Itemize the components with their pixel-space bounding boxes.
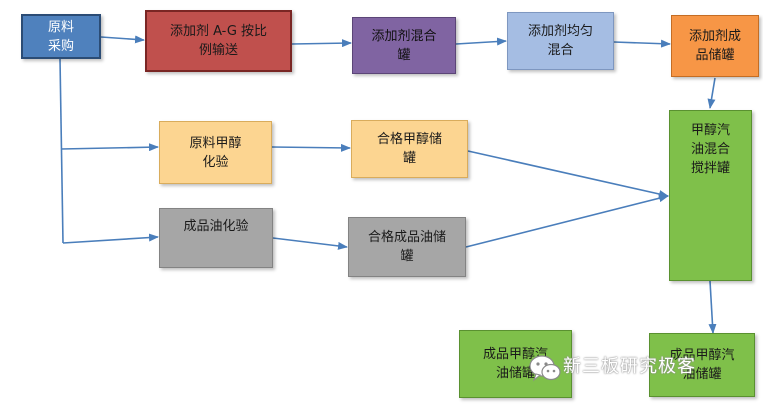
box-qualified-product-oil-tank: 合格成品油储 罐 bbox=[348, 217, 466, 277]
box-raw-methanol-test: 原料甲醇 化验 bbox=[159, 121, 272, 184]
box-product-methanol-gasoline-tank-right: 成品甲醇汽 油储罐 bbox=[649, 333, 755, 397]
arrow-mix-stirring-tank-to-product-tank bbox=[708, 280, 717, 334]
box-raw-purchase: 原料 采购 bbox=[21, 14, 101, 59]
arrow-oil-test-to-qualified-oil-tank bbox=[272, 237, 348, 250]
arrow-product-tank-to-mix-stirring-tank bbox=[707, 77, 716, 109]
arrow-methanol-test-to-qualified-tank bbox=[271, 143, 351, 152]
wechat-icon bbox=[529, 355, 561, 382]
box-additive-feed: 添加剂 A-G 按比 例输送 bbox=[145, 10, 292, 72]
box-additive-mix-tank: 添加剂混合 罐 bbox=[352, 17, 456, 74]
purchase-trunk-line bbox=[59, 58, 64, 244]
arrow-additive-feed-to-mix-tank bbox=[291, 39, 352, 48]
box-additive-uniform-mix: 添加剂均匀 混合 bbox=[507, 12, 614, 70]
arrow-mix-tank-to-uniform-mix bbox=[455, 37, 507, 46]
arrow-purchase-to-oil-test bbox=[62, 233, 159, 244]
box-methanol-gasoline-mix-tank: 甲醇汽 油混合 搅拌罐 bbox=[669, 110, 752, 281]
box-qualified-methanol-tank: 合格甲醇储 罐 bbox=[351, 120, 468, 178]
arrow-purchase-to-additive-feed bbox=[100, 35, 145, 44]
box-additive-product-tank: 添加剂成 品储罐 bbox=[671, 15, 759, 77]
watermark-text: 新三板研究极客 bbox=[563, 356, 696, 377]
box-product-oil-test: 成品油化验 bbox=[159, 208, 273, 268]
arrow-purchase-to-methanol-test bbox=[60, 143, 159, 152]
arrow-methanol-tank-to-mix-stirring-tank bbox=[467, 150, 669, 198]
arrow-uniform-mix-to-product-tank bbox=[613, 39, 671, 48]
arrow-oil-tank-to-mix-stirring-tank bbox=[465, 194, 669, 248]
